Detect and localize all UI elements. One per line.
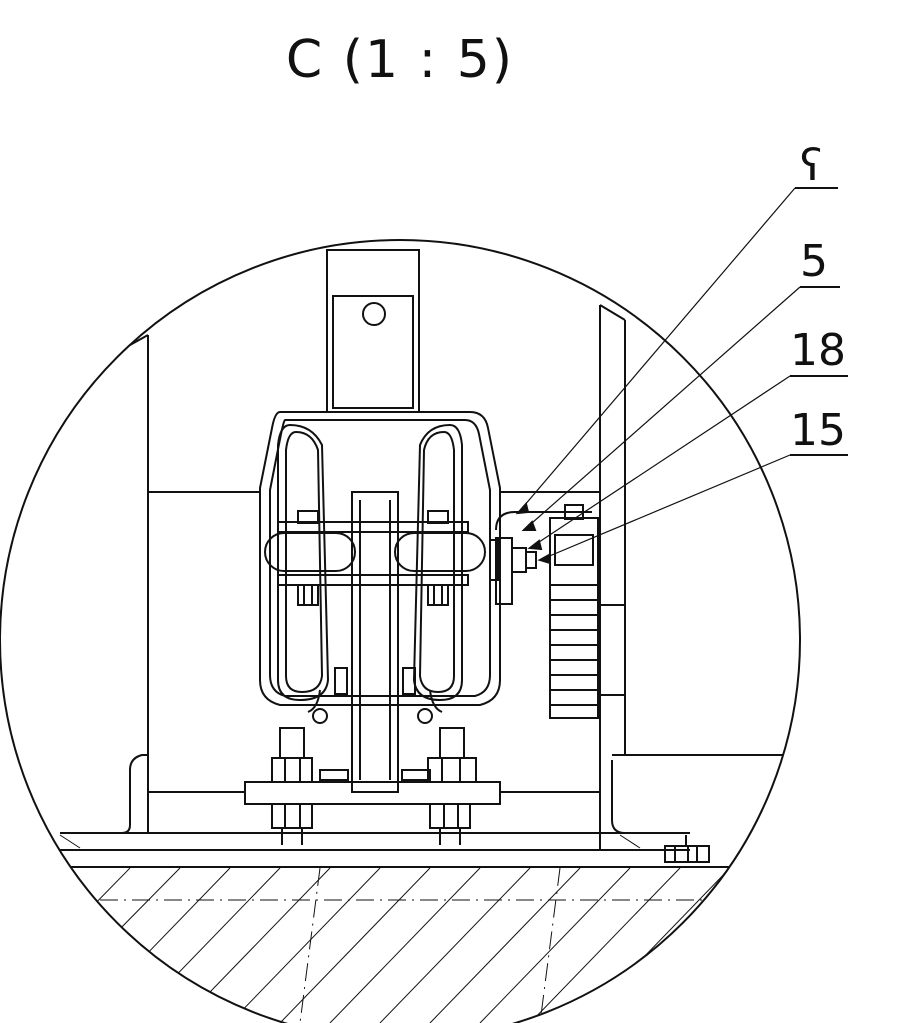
sensor-bracket (489, 511, 592, 605)
detail-circle-boundary (0, 239, 801, 1023)
anchor-bolt (664, 835, 710, 863)
callout-label-5: 5 (800, 236, 828, 287)
callout-label-18: 18 (790, 325, 846, 376)
gear-sprocket (549, 504, 599, 719)
callout-label-1: ʕ (800, 140, 823, 191)
callout-label-15: 15 (790, 405, 846, 456)
wheel-housing (259, 411, 501, 793)
detail-content (0, 249, 800, 1023)
callout-leaders (515, 187, 848, 565)
left-frame-panel (60, 334, 260, 834)
view-title: C (1 : 5) (285, 30, 515, 90)
top-block (326, 249, 420, 413)
right-frame-panel (500, 304, 800, 850)
hatched-foundation (0, 832, 800, 1023)
base-plate-assembly (244, 727, 501, 845)
